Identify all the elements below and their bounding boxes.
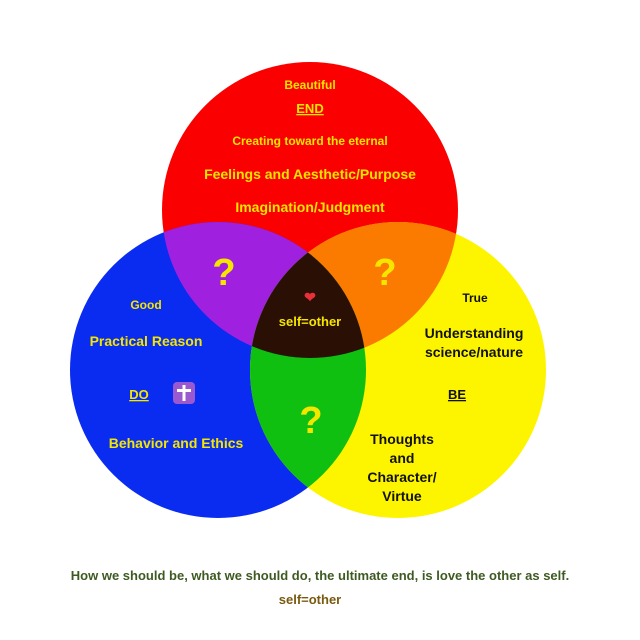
caption-line1: How we should be, what we should do, the… — [71, 568, 569, 583]
be-heading: BE — [448, 387, 466, 402]
be-line2: science/nature — [425, 344, 523, 360]
do-line2: Behavior and Ethics — [109, 435, 244, 451]
end-line3: Imagination/Judgment — [235, 199, 385, 215]
end-be-question: ? — [373, 252, 396, 294]
center-label: self=other — [279, 314, 342, 329]
center-overlap — [250, 222, 366, 358]
be-line6: Virtue — [382, 488, 422, 504]
be-line5: Character/ — [367, 469, 436, 485]
end-top-label: Beautiful — [284, 78, 335, 92]
cross-icon — [173, 382, 195, 404]
end-do-question: ? — [212, 252, 235, 294]
be-top-label: True — [462, 291, 488, 305]
do-line1: Practical Reason — [90, 333, 203, 349]
be-line4: and — [390, 450, 415, 466]
be-line1: Understanding — [425, 325, 524, 341]
end-line2: Feelings and Aesthetic/Purpose — [204, 166, 416, 182]
end-heading: END — [296, 101, 323, 116]
heart-icon: ❤ — [304, 289, 316, 305]
be-line3: Thoughts — [370, 431, 434, 447]
caption-line2: self=other — [279, 592, 342, 607]
do-top-label: Good — [130, 298, 161, 312]
do-be-question: ? — [299, 400, 322, 442]
do-heading: DO — [129, 387, 149, 402]
end-line1: Creating toward the eternal — [232, 134, 387, 148]
